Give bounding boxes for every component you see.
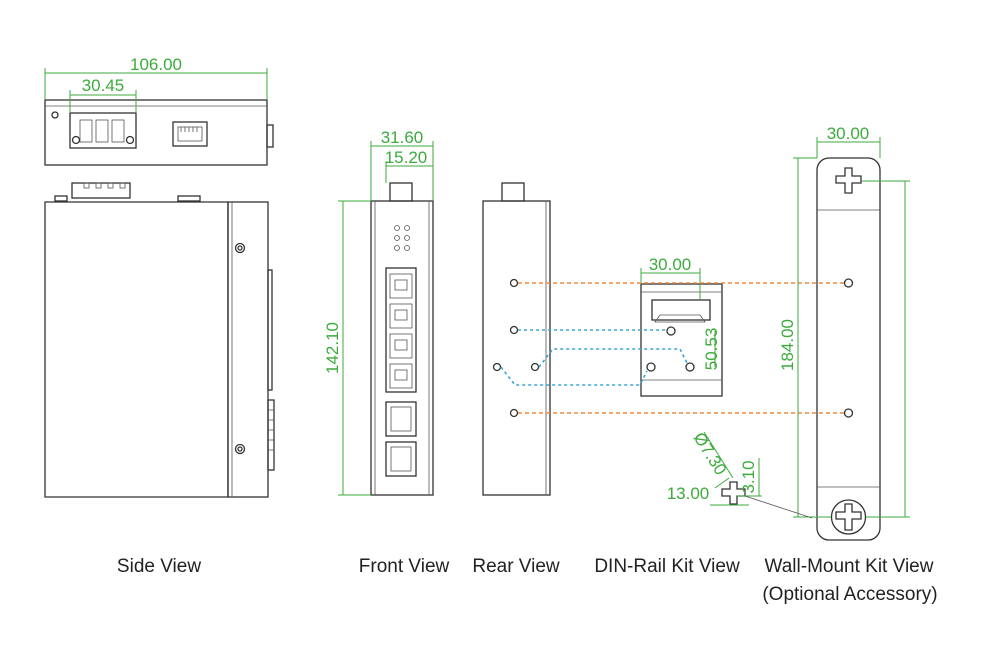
dim-hole-diameter-label: Ø7.30 xyxy=(690,429,731,478)
caption-wall-mount-view: Wall-Mount Kit View xyxy=(765,556,934,577)
dim-hole-width-label: 13.00 xyxy=(667,484,710,503)
din-rail-kit xyxy=(640,283,723,397)
dim-din-height-label: 50.53 xyxy=(702,328,721,371)
rear-view xyxy=(482,182,551,496)
dim-front-inner-label: 15.20 xyxy=(385,148,428,167)
dim-wall-width-label: 30.00 xyxy=(827,124,870,143)
wall-mount-kit xyxy=(816,157,881,541)
alignment-guides xyxy=(500,282,845,414)
keyhole-detail: Ø7.30 3.10 13.00 xyxy=(667,429,813,519)
dim-front-inner: 15.20 xyxy=(385,148,433,183)
dim-wall-height-label: 184.00 xyxy=(778,319,797,371)
dim-wall-width: 30.00 xyxy=(816,124,881,158)
dim-din-width-label: 30.00 xyxy=(649,255,692,274)
caption-optional-accessory: (Optional Accessory) xyxy=(762,584,937,605)
dim-side-width: 106.00 xyxy=(44,55,268,100)
dim-side-width-label: 106.00 xyxy=(130,55,182,74)
caption-rear-view: Rear View xyxy=(472,556,560,577)
caption-side-view: Side View xyxy=(117,556,201,577)
dim-hole-slot-label: 3.10 xyxy=(739,460,758,493)
dim-side-terminal: 30.45 xyxy=(69,76,137,113)
side-view-main xyxy=(44,182,275,498)
side-view-top xyxy=(44,99,274,166)
caption-din-rail-view: DIN-Rail Kit View xyxy=(594,556,740,577)
dim-wall-pitch xyxy=(862,180,910,518)
dim-front-depth-label: 31.60 xyxy=(381,128,424,147)
dim-wall-height: 184.00 xyxy=(778,157,831,518)
dim-front-depth: 31.60 xyxy=(370,128,434,201)
dim-front-height-label: 142.10 xyxy=(323,322,342,374)
front-view xyxy=(370,182,434,496)
dim-din-width: 30.00 xyxy=(640,255,701,300)
caption-front-view: Front View xyxy=(359,556,450,577)
dim-side-terminal-label: 30.45 xyxy=(82,76,125,95)
dim-front-height: 142.10 xyxy=(323,200,371,496)
dim-din-height: 50.53 xyxy=(702,328,721,371)
